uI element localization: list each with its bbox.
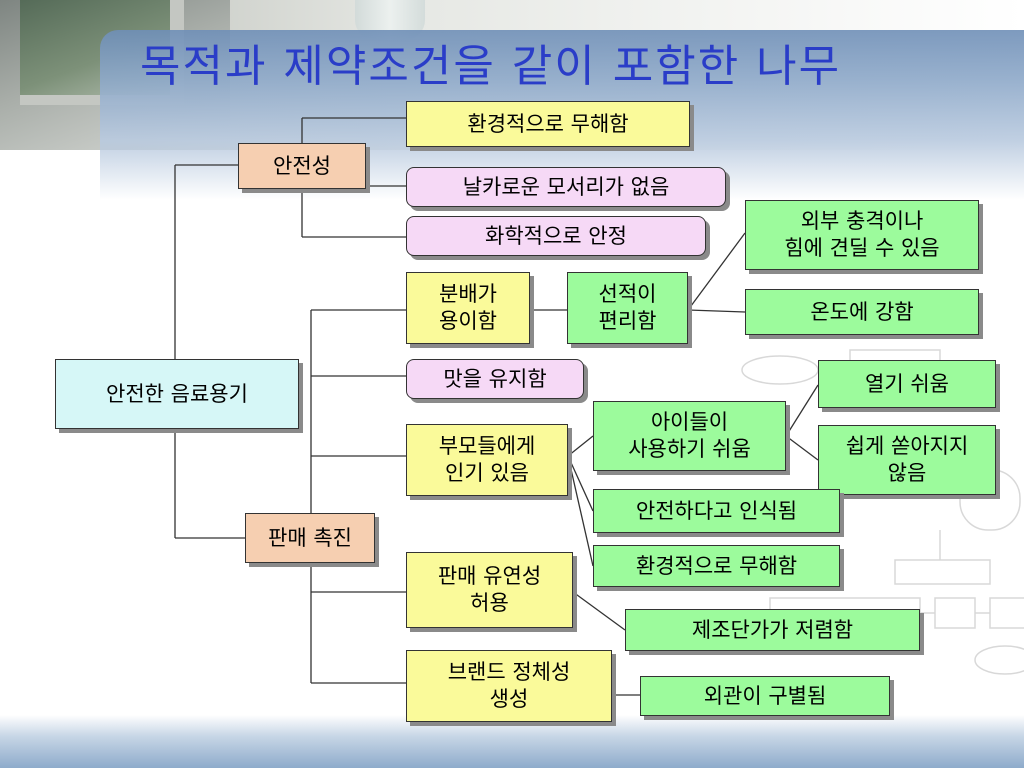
safety-env-node: 환경적으로 무해함 [406,101,690,147]
background-bottom-band [0,715,1024,768]
root-node: 안전한 음료용기 [55,359,299,429]
keeps-taste-node: 맛을 유지함 [406,359,584,399]
shipping-node: 선적이 편리함 [567,272,688,344]
shock-resistant-node: 외부 충격이나 힘에 견딜 수 있음 [745,200,979,270]
distribution-node: 분배가 용이함 [406,272,530,344]
no-spill-node: 쉽게 쏟아지지 않음 [818,425,996,495]
brand-identity-node: 브랜드 정체성 생성 [406,650,612,722]
temperature-resistant-node: 온도에 강함 [745,289,979,335]
safety-node: 안전성 [238,143,366,189]
distinct-look-node: 외관이 구별됨 [640,676,890,716]
parents-popular-node: 부모들에게 인기 있음 [406,424,568,496]
page-title: 목적과 제약조건을 같이 포함한 나무 [140,41,842,92]
kids-easy-node: 아이들이 사용하기 쉬움 [593,401,786,471]
low-cost-node: 제조단가가 저렴함 [625,609,920,651]
easy-open-node: 열기 쉬움 [818,360,996,408]
safety-no-sharp-edges-node: 날카로운 모서리가 없음 [406,167,726,207]
parents-env-node: 환경적으로 무해함 [593,545,840,587]
safety-chem-stable-node: 화학적으로 안정 [406,216,706,256]
perceived-safe-node: 안전하다고 인식됨 [593,489,840,533]
promotion-node: 판매 촉진 [245,513,375,563]
sales-flexibility-node: 판매 유연성 허용 [406,552,573,628]
